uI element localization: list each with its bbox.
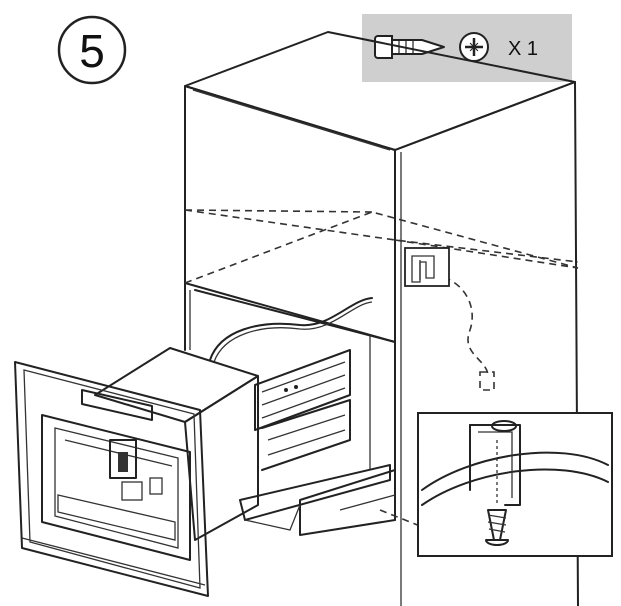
step-number: 5 bbox=[79, 25, 105, 77]
spout bbox=[109, 439, 137, 479]
phillips-head-icon bbox=[459, 32, 489, 62]
step-badge: 5 bbox=[57, 15, 127, 85]
detail-screw bbox=[485, 509, 509, 546]
slide-rail-upper bbox=[254, 349, 351, 431]
hidden-cable-route bbox=[419, 273, 489, 379]
hidden-shelf-back bbox=[184, 211, 579, 284]
detail-frame bbox=[417, 412, 613, 557]
parts-quantity: X 1 bbox=[508, 38, 538, 60]
clip-detail-inset bbox=[417, 412, 613, 557]
clip-location-marker bbox=[404, 247, 450, 287]
detail-cable bbox=[421, 451, 609, 491]
machine-front-frame bbox=[14, 361, 209, 597]
parts-box: X 1 bbox=[362, 14, 572, 82]
cable-clip bbox=[469, 424, 521, 506]
dispenser-cavity bbox=[41, 414, 191, 561]
step-circle bbox=[57, 15, 127, 85]
display-window bbox=[81, 389, 153, 421]
coffee-machine bbox=[14, 347, 391, 597]
screw-icon bbox=[374, 35, 445, 59]
drawer-platform bbox=[239, 464, 391, 521]
power-cable bbox=[209, 297, 373, 361]
hidden-shelf-front bbox=[184, 209, 579, 263]
slide-rail-lower bbox=[261, 399, 351, 471]
drip-tray bbox=[57, 494, 176, 541]
